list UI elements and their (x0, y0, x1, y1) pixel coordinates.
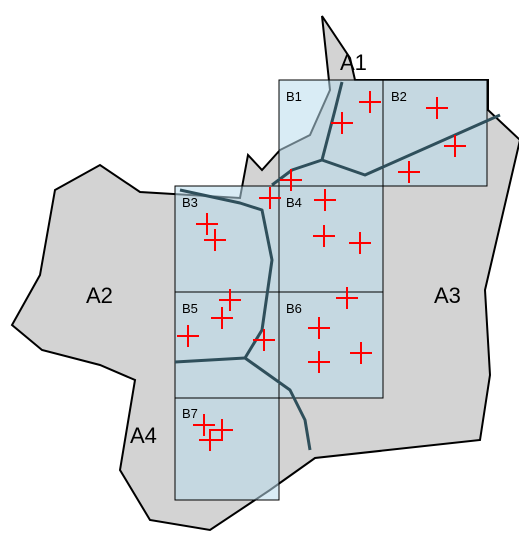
boundary-a2-a3 (179, 188, 274, 359)
boundary-a2-a4 (174, 356, 246, 364)
cell-label-b4: B4 (286, 195, 302, 210)
sample-point (259, 187, 281, 209)
sample-point (359, 91, 381, 113)
cell-label-b1: B1 (286, 89, 302, 104)
sample-point (398, 161, 420, 183)
cell-b4 (278, 185, 384, 293)
sample-point (308, 351, 330, 373)
sample-point (219, 289, 241, 311)
cell-label-b6: B6 (286, 301, 302, 316)
cell-b2 (382, 79, 488, 187)
area-label-a4: A4 (130, 423, 157, 448)
cell-label-b7: B7 (182, 406, 198, 421)
area-label-a3: A3 (434, 283, 461, 308)
boundary-a3-a4 (244, 356, 312, 451)
cell-b7 (174, 397, 280, 501)
sample-points (177, 91, 466, 451)
cell-b6 (278, 291, 384, 399)
sample-point (350, 342, 372, 364)
sample-point (253, 329, 275, 351)
sample-point (211, 419, 233, 441)
sample-point (313, 225, 335, 247)
cell-label-b3: B3 (182, 195, 198, 210)
cell-label-b5: B5 (182, 301, 198, 316)
sample-point (331, 112, 353, 134)
sample-point (204, 229, 226, 251)
sample-point (193, 414, 215, 436)
sample-point (336, 287, 358, 309)
cell-label-b2: B2 (391, 89, 407, 104)
sample-point (426, 97, 448, 119)
sample-point (199, 429, 221, 451)
sample-point (349, 232, 371, 254)
sample-point (196, 213, 218, 235)
area-label-a2: A2 (86, 283, 113, 308)
sample-point (308, 317, 330, 339)
cell-b5 (174, 291, 280, 399)
area-label-a1: A1 (340, 50, 367, 75)
sample-point (444, 135, 466, 157)
grid-cells (174, 79, 488, 501)
cell-b3 (174, 185, 280, 293)
sample-point (280, 169, 302, 191)
sample-point (211, 307, 233, 329)
sample-point (314, 189, 336, 211)
sample-point (177, 325, 199, 347)
